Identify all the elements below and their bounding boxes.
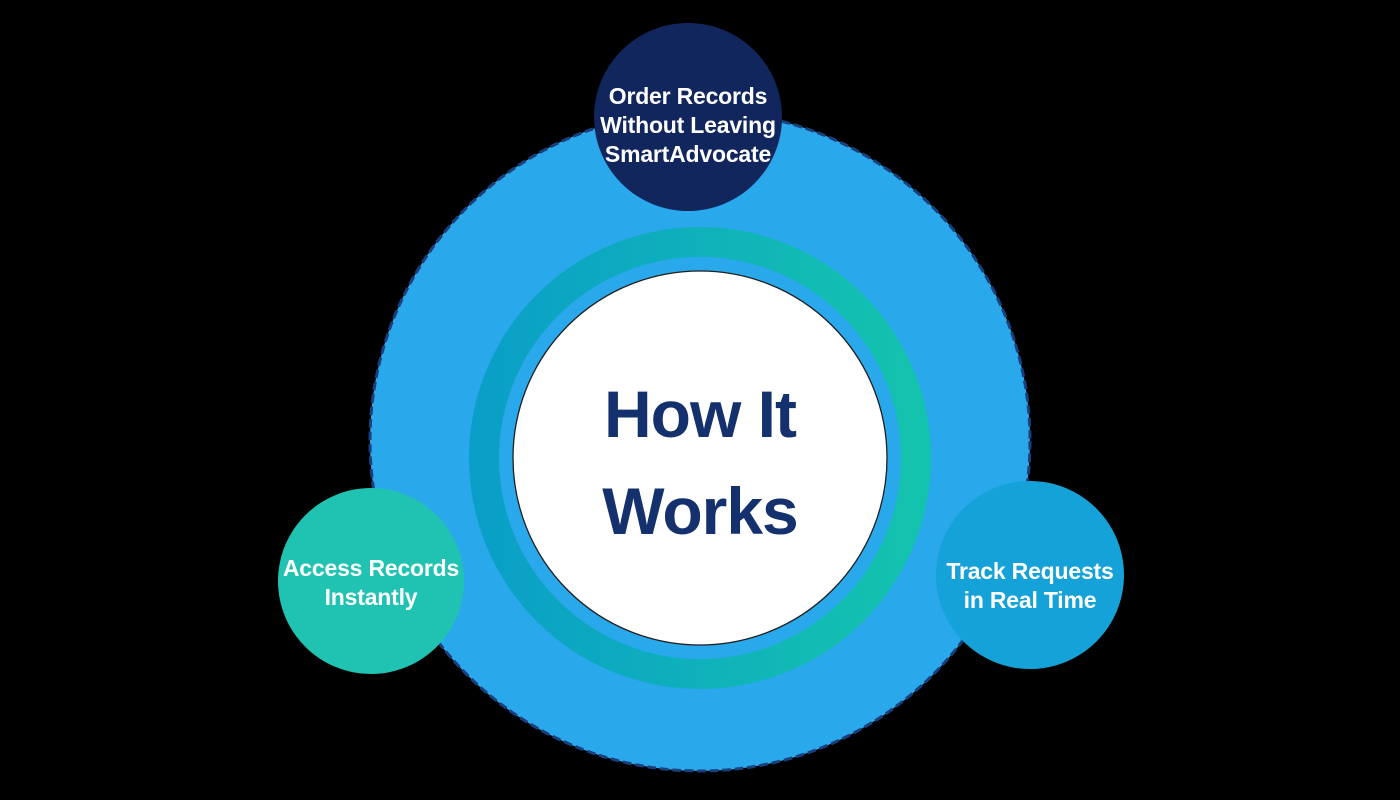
center-circle <box>512 270 888 646</box>
accent-gradient-ring <box>469 227 931 689</box>
node-track-requests-circle <box>936 481 1124 669</box>
node-order-records-circle <box>594 23 782 211</box>
node-access-records-circle <box>278 488 464 674</box>
